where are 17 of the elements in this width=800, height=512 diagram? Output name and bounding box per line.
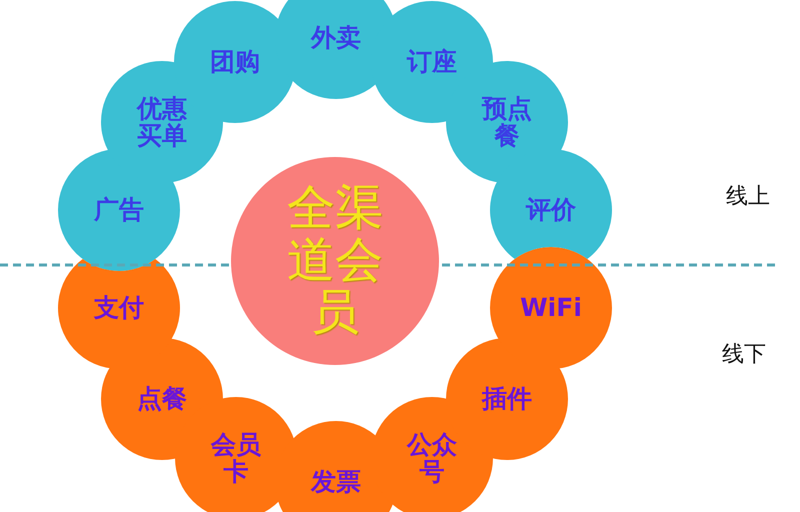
circle-label: 广告 bbox=[94, 196, 144, 224]
circle-label: 插件 bbox=[482, 385, 532, 413]
circle-label: 评价 bbox=[526, 196, 576, 224]
circle-label: 公众号 bbox=[406, 430, 458, 486]
circle-label: 点餐 bbox=[137, 385, 187, 413]
circle-label: 团购 bbox=[210, 48, 260, 76]
circle-label: 优惠买单 bbox=[136, 94, 188, 150]
circle-label: 预点餐 bbox=[480, 94, 533, 150]
circle-label: 发票 bbox=[311, 468, 361, 496]
section-label: 线下 bbox=[722, 341, 766, 369]
section-label: 线上 bbox=[726, 183, 770, 211]
circle-label: 订座 bbox=[407, 48, 457, 76]
circle-label: 支付 bbox=[94, 294, 144, 322]
circle-label: WiFi bbox=[520, 294, 582, 322]
circle-label: 外卖 bbox=[311, 24, 361, 52]
center-label: 全渠道会员 bbox=[286, 183, 384, 339]
circle-label: 会员卡 bbox=[210, 430, 262, 486]
